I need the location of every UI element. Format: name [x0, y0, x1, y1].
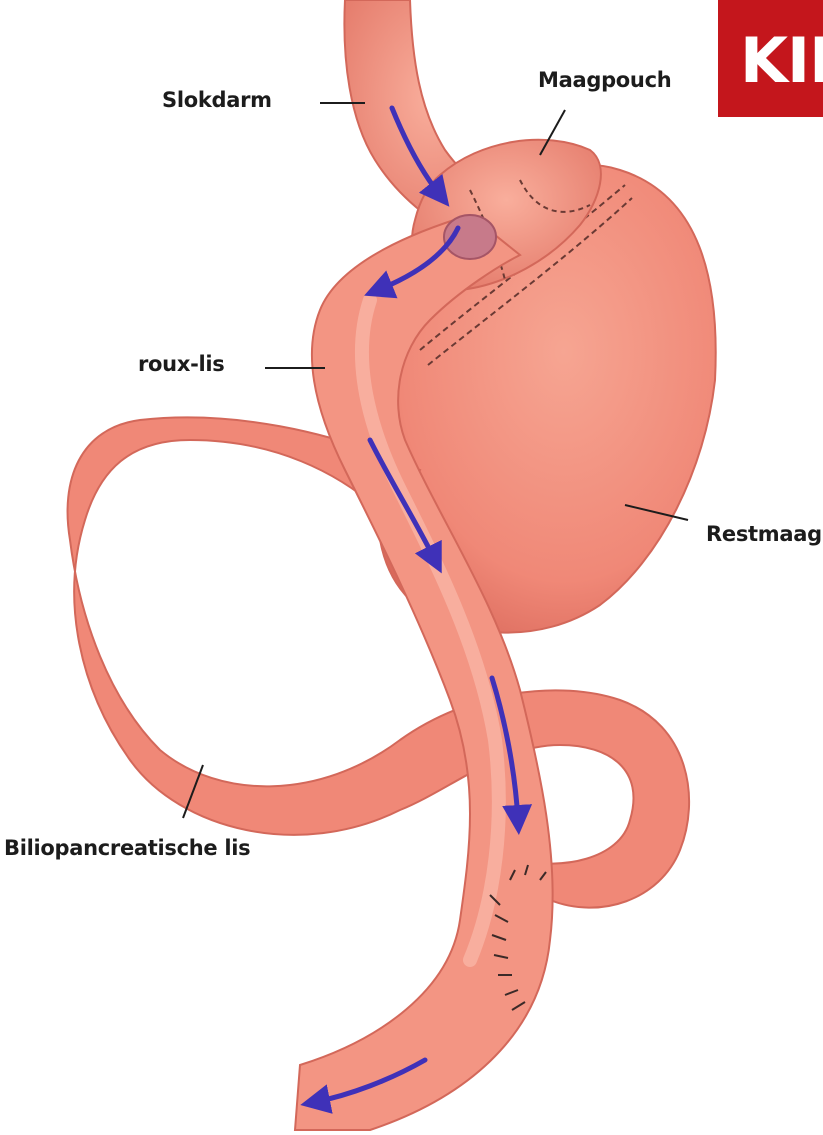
label-maagpouch: Maagpouch	[538, 68, 671, 92]
label-roux-lis: roux-lis	[138, 352, 225, 376]
label-biliopancreatische-lis: Biliopancreatische lis	[4, 836, 250, 860]
label-slokdarm: Slokdarm	[162, 88, 272, 112]
brand-badge-text: KIN	[740, 24, 823, 97]
brand-badge: KIN	[718, 0, 823, 117]
label-restmaag: Restmaag	[706, 522, 822, 546]
biliopancreatic-loop-gap	[149, 538, 360, 703]
